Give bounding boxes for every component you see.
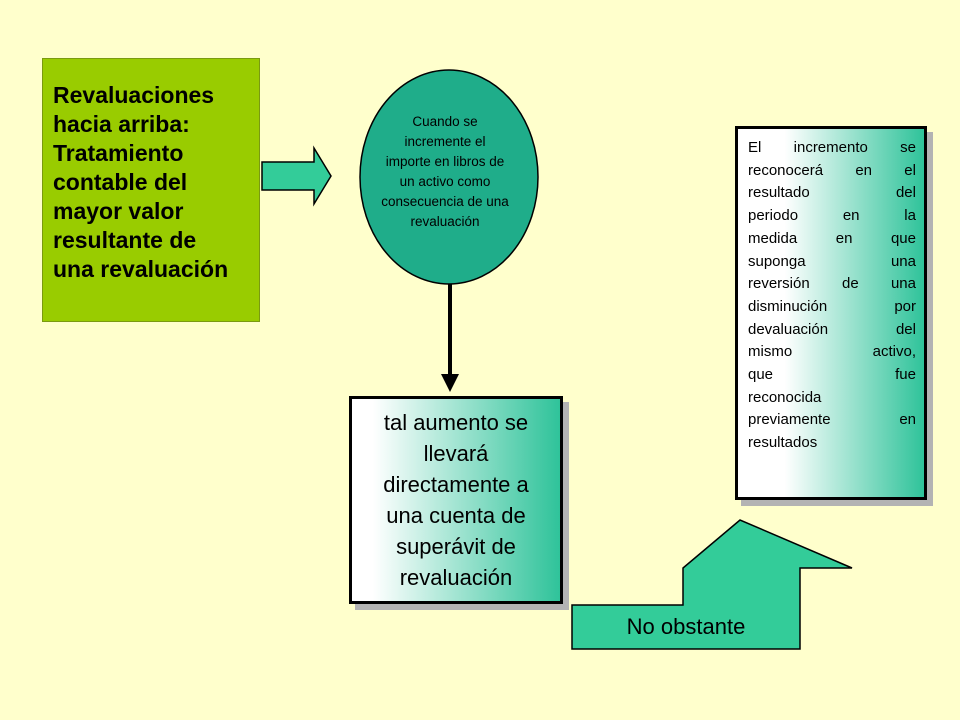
exception-word: en [835, 229, 853, 247]
exception-word: periodo [748, 207, 799, 225]
exception-word: reconocida [748, 388, 822, 406]
title-box: Revaluaciones hacia arriba: Tratamiento … [42, 58, 260, 322]
exception-text-line: disminución por [748, 296, 916, 319]
exception-word: resultado [748, 184, 810, 202]
exception-text-line: reversión de una [748, 273, 916, 296]
exception-word: El [748, 139, 762, 156]
title-text: Revaluaciones hacia arriba: Tratamiento … [53, 82, 229, 282]
exception-word: del [895, 184, 916, 202]
exception-word: por [894, 297, 916, 315]
exception-text-line: que fue [748, 364, 916, 387]
exception-word: incremento [793, 139, 868, 156]
exception-word: suponga [748, 252, 806, 270]
exception-text-line: periodo en la [748, 205, 916, 228]
exception-word: medida [748, 229, 798, 247]
exception-word: disminución [748, 297, 828, 315]
exception-word: en [855, 161, 873, 179]
exception-text-line: mismo activo, [748, 341, 916, 364]
no-obstante-label: No obstante [626, 614, 746, 639]
exception-text-line: previamente en [748, 409, 916, 432]
exception-word: devaluación [748, 320, 829, 338]
exception-word: que [748, 366, 774, 384]
result-box: tal aumento se llevará directamente a un… [349, 396, 563, 604]
exception-text-line: devaluación del [748, 319, 916, 342]
exception-text-line: reconocida [748, 387, 916, 410]
exception-word: una [890, 275, 916, 293]
exception-word: la [904, 207, 916, 225]
exception-word: el [904, 161, 916, 179]
down-arrow-head [441, 374, 459, 392]
exception-text-line: resultados [748, 432, 916, 455]
exception-word: reconocerá [748, 161, 824, 179]
result-text: tal aumento se llevará directamente a un… [383, 410, 529, 590]
exception-word: mismo [748, 343, 793, 361]
right-arrow-shape [261, 145, 332, 207]
exception-text-line: suponga una [748, 251, 916, 274]
exception-text-line: reconocerá en el [748, 160, 916, 183]
condition-text: Cuando se incremente el importe en libro… [381, 114, 509, 229]
exception-word: reversión [748, 275, 810, 293]
exception-word: previamente [748, 411, 831, 429]
exception-text-line: medida en que [748, 228, 916, 251]
exception-word: en [899, 411, 916, 429]
exception-word: del [895, 320, 916, 338]
exception-word: en [842, 207, 860, 225]
exception-word: de [841, 275, 859, 293]
exception-word: fue [895, 366, 916, 384]
exception-text-line: resultado del [748, 182, 916, 205]
exception-word: se [900, 139, 916, 156]
exception-word: activo, [872, 343, 916, 361]
exception-word: una [890, 252, 916, 270]
exception-word: que [890, 229, 916, 247]
up-arrow-outline [571, 519, 853, 650]
exception-word: resultados [748, 434, 818, 452]
exception-text-line: El incremento se [748, 137, 916, 160]
